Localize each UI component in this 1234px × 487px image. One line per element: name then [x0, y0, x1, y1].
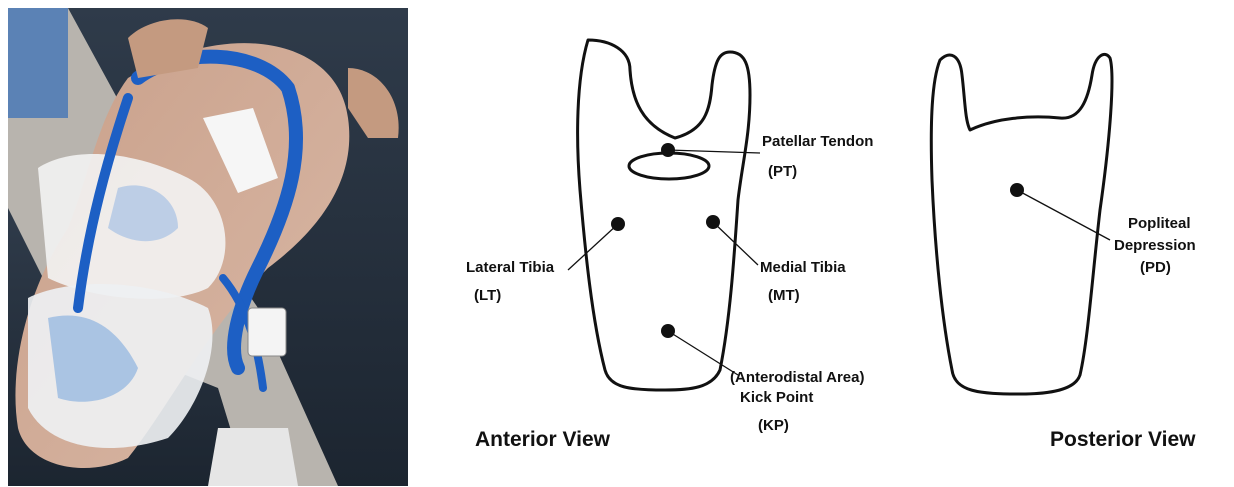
anterior-view-title: Anterior View: [475, 428, 611, 451]
socket-sensor-diagram: Patellar Tendon (PT) Lateral Tibia (LT) …: [420, 0, 1234, 487]
residual-limb-photo: [8, 8, 408, 486]
kp-note: (Anterodistal Area): [730, 369, 864, 386]
mt-abbr: (MT): [768, 287, 800, 304]
box-background: [8, 8, 68, 118]
pd-label-line2: Depression: [1114, 237, 1196, 254]
mt-label: Medial Tibia: [760, 259, 846, 276]
pd-label-line1: Popliteal: [1128, 215, 1191, 232]
pd-abbr: (PD): [1140, 259, 1171, 276]
sensor-card: [248, 308, 286, 356]
posterior-view-title: Posterior View: [1050, 428, 1196, 451]
posterior-limb-outline: [931, 54, 1112, 394]
lt-leader: [568, 224, 618, 270]
pt-label: Patellar Tendon: [762, 133, 873, 150]
pd-leader: [1017, 190, 1110, 240]
anterior-limb-outline: [578, 40, 750, 390]
kp-abbr: (KP): [758, 417, 789, 434]
kp-leader: [668, 331, 738, 375]
pt-abbr: (PT): [768, 163, 797, 180]
kp-label: Kick Point: [740, 389, 813, 406]
sock: [208, 428, 298, 486]
lt-abbr: (LT): [474, 287, 501, 304]
lt-label: Lateral Tibia: [466, 259, 555, 276]
